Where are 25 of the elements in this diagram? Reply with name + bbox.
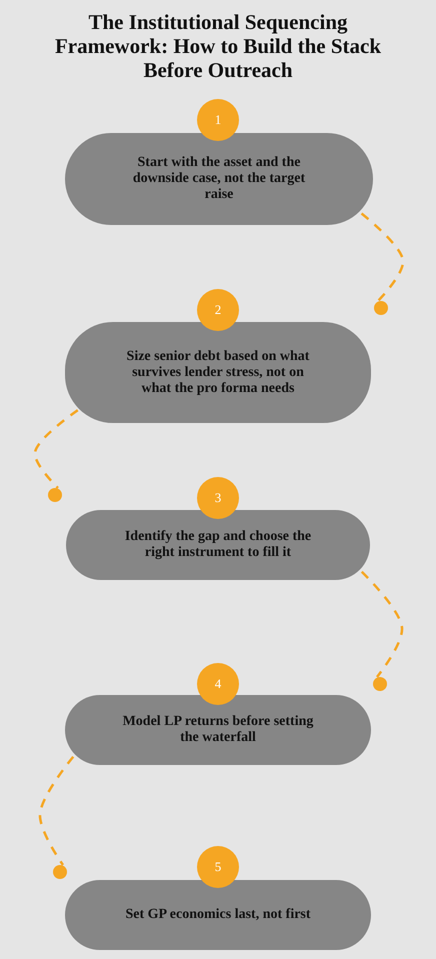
connector-dot bbox=[48, 488, 62, 502]
step-number: 2 bbox=[214, 302, 222, 318]
step-text: Size senior debt based on what survives lender stress, not on what the pro forma needs bbox=[126, 348, 310, 396]
connector-dot bbox=[373, 677, 387, 691]
step-number: 1 bbox=[214, 112, 222, 128]
connector-dot bbox=[374, 301, 388, 315]
dashed-connector bbox=[34, 409, 78, 489]
connector-dot bbox=[53, 865, 67, 879]
step-number-circle bbox=[197, 846, 239, 888]
dashed-connector bbox=[38, 756, 74, 866]
step-number-circle bbox=[197, 289, 239, 331]
step-number: 4 bbox=[214, 676, 222, 692]
step-number-circle bbox=[197, 663, 239, 705]
step-text: Identify the gap and choose the right instrument to fill it bbox=[124, 529, 312, 561]
step-text: Set GP economics last, not first bbox=[125, 907, 311, 923]
step-number-circle bbox=[197, 99, 239, 141]
step-number: 5 bbox=[214, 859, 222, 875]
step-number-circle bbox=[197, 477, 239, 519]
step-number: 3 bbox=[214, 490, 222, 506]
dashed-connector bbox=[360, 570, 404, 678]
title: The Institutional Sequencing Framework: How to Build the Stack Before Outreach bbox=[54, 10, 382, 82]
dashed-connector bbox=[360, 212, 404, 302]
step-text: Model LP returns before setting the waterfall bbox=[122, 714, 314, 746]
step-pill bbox=[66, 510, 370, 580]
step-text: Start with the asset and the downside case, not the target raise bbox=[132, 155, 306, 203]
